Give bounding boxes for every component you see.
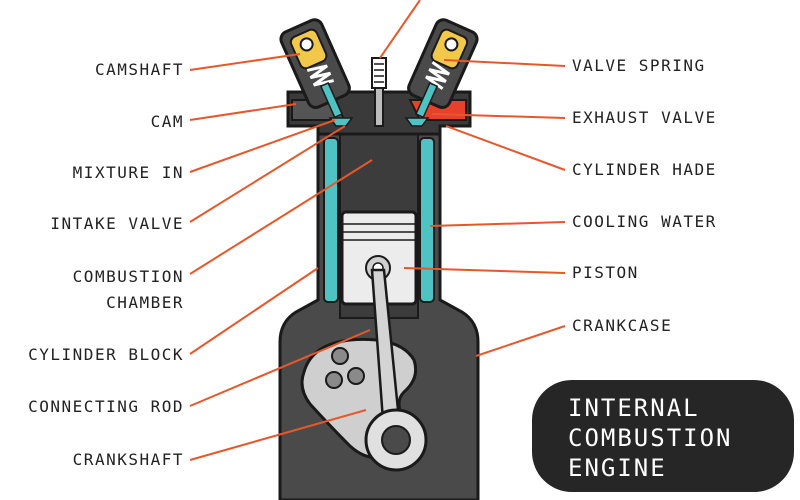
label-cylinder-block: Cylinder Block (28, 345, 184, 364)
crank-counterweight-hole-3 (325, 371, 343, 389)
spark-plug (371, 57, 387, 127)
title-line-2: Combustion (568, 424, 733, 452)
label-intake-valve: Intake Valve (50, 214, 184, 233)
intake-valve-assembly (279, 18, 351, 119)
label-combustion-chamber-line1: Combustion (72, 267, 184, 286)
label-crankshaft: Crankshaft (72, 450, 184, 469)
label-crankcase: Crankcase (572, 316, 673, 335)
title-line-1: Internal (568, 394, 700, 422)
label-piston: Piston (572, 263, 639, 282)
label-mixture-in: Mixture In (72, 163, 184, 182)
exhaust-valve-head (404, 117, 430, 127)
label-cooling-water: Cooling Water (572, 212, 717, 231)
label-valve-spring: Valve Spring (572, 56, 706, 75)
leader-lines (189, 0, 566, 461)
crank-counterweight-hole-1 (331, 347, 349, 365)
label-cam: Cam (150, 112, 184, 131)
label-connecting-rod: Connecting Rod (28, 397, 184, 416)
exhaust-valve-assembly (407, 18, 479, 119)
intake-valve-head (328, 117, 354, 127)
label-exhaust-valve: Exhaust Valve (572, 108, 717, 127)
cooling-water-right (419, 137, 435, 303)
crank-counterweight-hole-2 (347, 367, 365, 385)
label-combustion-chamber-line2: Chamber (106, 293, 184, 312)
label-cylinder-hade: Cylinder Hade (572, 160, 717, 179)
label-camshaft: Camshaft (94, 60, 184, 79)
crankshaft-journal (381, 425, 411, 455)
cooling-water-left (323, 137, 339, 303)
title-line-3: Engine (568, 454, 667, 482)
title-box: Internal Combustion Engine (532, 380, 794, 492)
